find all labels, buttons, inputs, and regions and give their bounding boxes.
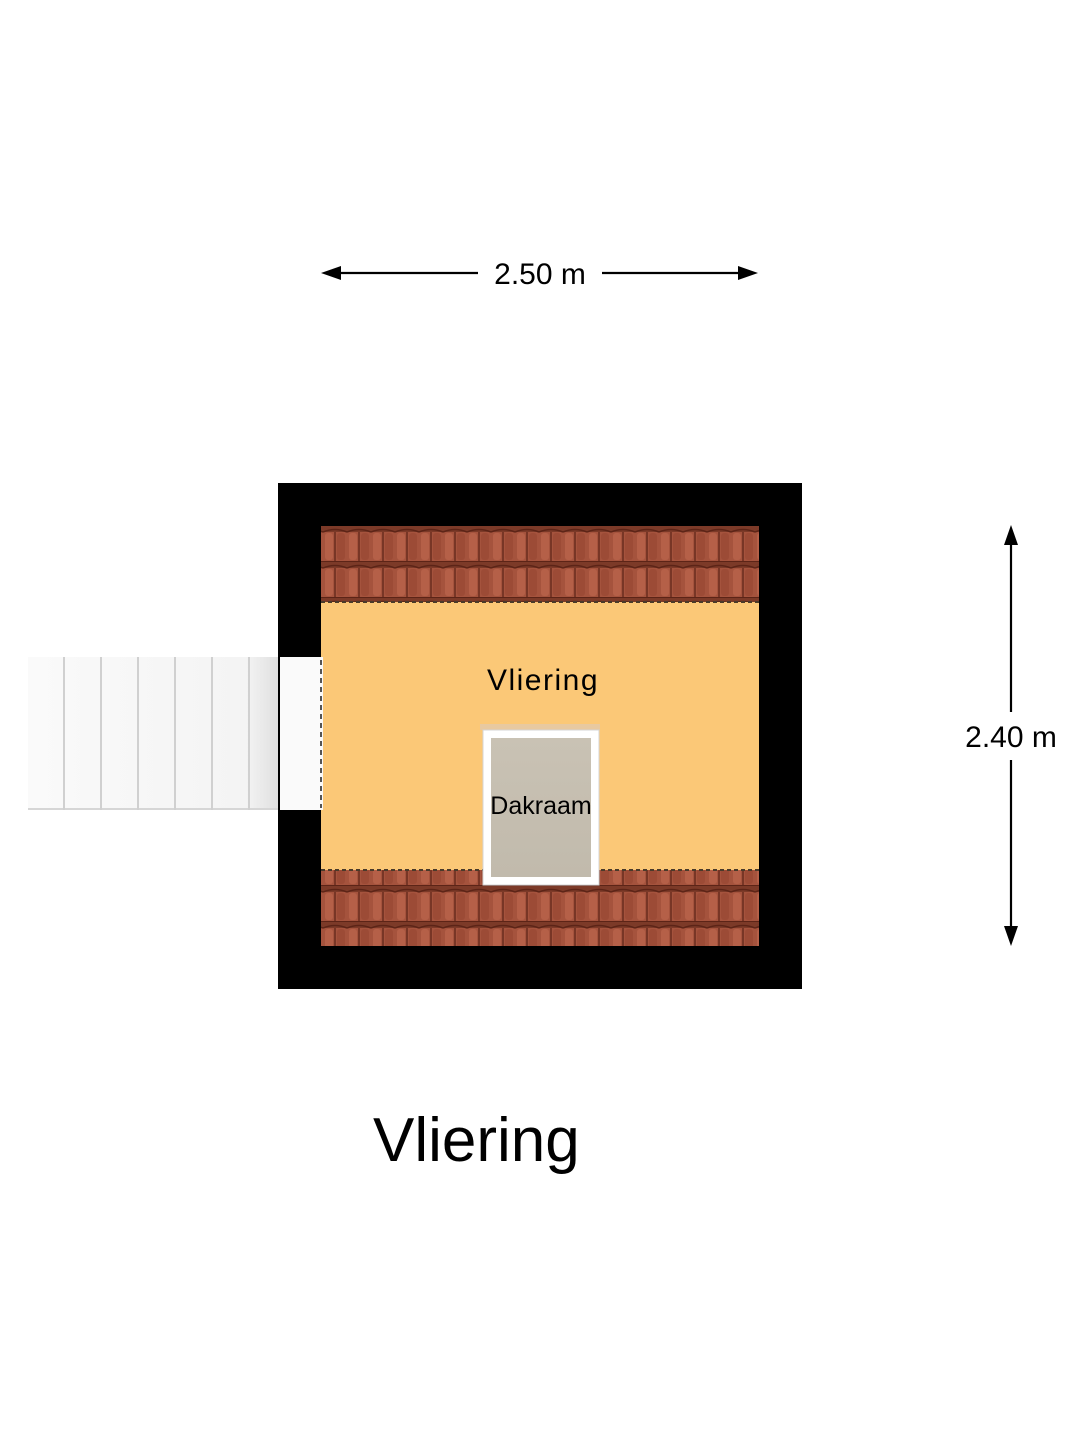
skylight-glass	[491, 738, 591, 877]
floor-title: Vliering	[373, 1106, 580, 1175]
skylight-shadow	[480, 724, 600, 730]
roof-slope-top	[321, 526, 759, 602]
arrow-up-icon	[1004, 525, 1018, 545]
depth-dimension: 2.40 m	[965, 525, 1057, 946]
skylight: Dakraam	[480, 724, 600, 886]
arrow-right-icon	[738, 266, 758, 280]
skylight-label: Dakraam	[490, 792, 591, 820]
depth-dimension-label: 2.40 m	[965, 721, 1057, 754]
stair-opening	[280, 657, 323, 810]
width-dimension: 2.50 m	[321, 258, 758, 291]
width-dimension-label: 2.50 m	[494, 258, 586, 291]
staircase	[28, 657, 284, 810]
arrow-left-icon	[321, 266, 341, 280]
stair-run	[28, 657, 284, 810]
arrow-down-icon	[1004, 926, 1018, 946]
room-label: Vliering	[487, 664, 599, 697]
